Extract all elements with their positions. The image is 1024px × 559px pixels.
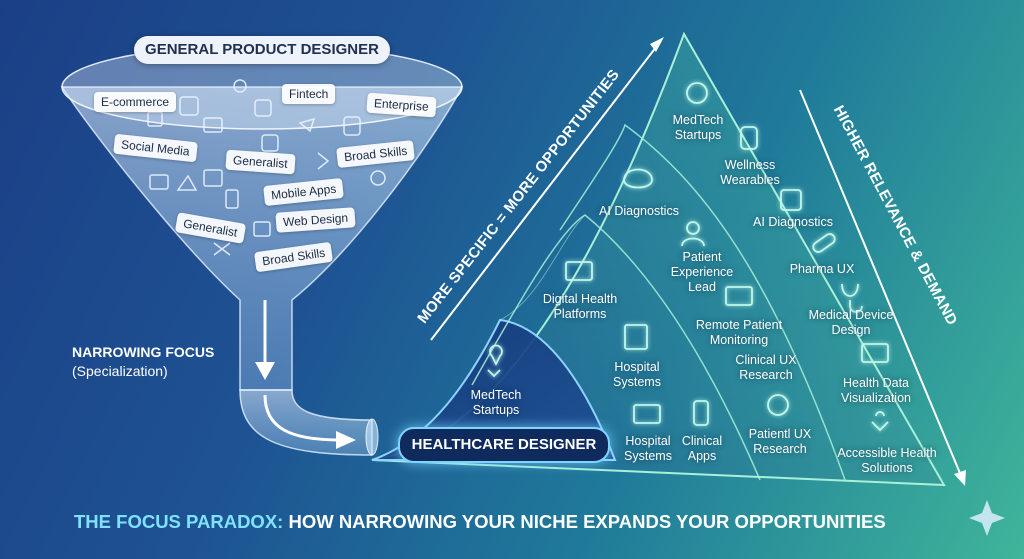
band-outer-health-data: Health Data Visualization — [841, 376, 911, 405]
tag-fintech: Fintech — [282, 84, 336, 104]
footer-highlight: THE FOCUS PARADOX: — [74, 511, 284, 532]
funnel-icons — [147, 79, 386, 256]
browser-icon — [203, 169, 223, 187]
hospital-icon — [624, 324, 648, 350]
narrowing-focus-title: NARROWING FOCUS — [72, 344, 215, 360]
band-third-ai-diagnostics: AI Diagnostics — [599, 204, 679, 218]
hospital-cross-icon — [633, 404, 661, 424]
tablet-icon — [225, 189, 239, 209]
band-outer-medtech-startups: MedTech Startups — [672, 113, 724, 142]
stethoscope-icon — [841, 283, 863, 313]
band-outer-ai-diagnostics: AI Diagnostics — [753, 215, 833, 229]
doc-icon — [253, 221, 271, 237]
pill-icon — [812, 233, 836, 253]
band-second-hospital-systems-2: Hospital Systems — [624, 434, 672, 463]
narrowing-focus-subtitle: (Specialization) — [72, 362, 168, 379]
heart-icon — [179, 96, 199, 116]
band-inner-medtech-startups: MedTech Startups — [470, 388, 522, 417]
dollar-icon — [233, 79, 247, 93]
band-outer-pharma-ux: Pharma UX — [789, 262, 855, 276]
band-outer-medical-device: Medical Device Design — [808, 308, 894, 337]
band-outer-accessible-health: Accessible Health Solutions — [837, 446, 937, 475]
pen-icon — [176, 174, 198, 191]
person-icon — [686, 221, 700, 235]
gear-icon — [261, 134, 279, 152]
folder-icon — [254, 99, 272, 117]
healthcare-designer-label: HEALTHCARE DESIGNER — [398, 427, 610, 463]
band-third-patient-experience: Patient Experience Lead — [670, 250, 734, 294]
opportunity-fan — [371, 31, 946, 487]
general-product-designer-label: GENERAL PRODUCT DESIGNER — [134, 36, 390, 64]
axis-arrows — [430, 37, 966, 486]
phone-icon — [343, 116, 361, 136]
head-heart-icon — [767, 394, 789, 416]
chip-icon — [780, 189, 802, 211]
globe-icon — [370, 170, 386, 186]
footer-rest: HOW NARROWING YOUR NICHE EXPANDS YOUR OP… — [283, 511, 886, 532]
megaphone-icon — [317, 152, 330, 170]
hands-heart-icon — [871, 411, 889, 432]
band-outer-wellness-wearables: Wellness Wearables — [720, 158, 780, 187]
hand-heart-icon — [487, 344, 503, 378]
band-third-clinical-ux: Clinical UX Research — [735, 353, 797, 382]
monitor-icon — [149, 174, 169, 190]
band-second-digital-health: Digital Health Platforms — [542, 292, 618, 321]
cart-icon — [203, 117, 223, 133]
twitter-icon — [298, 117, 316, 133]
band-third-patientl-ux: Patientl UX Research — [748, 427, 812, 456]
narrowing-focus-label: NARROWING FOCUS (Specialization) — [72, 343, 214, 381]
footer-title: THE FOCUS PARADOX: HOW NARROWING YOUR NI… — [74, 511, 886, 533]
band-second-hospital-systems: Hospital Systems — [613, 360, 661, 389]
smartwatch-icon — [740, 126, 758, 150]
brain-icon — [623, 168, 653, 189]
monitor-pulse-icon — [725, 286, 753, 306]
band-icons — [487, 82, 889, 432]
tools-icon — [213, 242, 231, 256]
person-body-icon — [681, 237, 705, 247]
smartphone-icon — [693, 400, 709, 426]
network-icon — [686, 82, 708, 104]
chart-pulse-icon — [861, 343, 889, 363]
lock-icon — [147, 111, 163, 127]
sparkle-icon — [969, 500, 1005, 536]
monitor-heart-icon — [565, 261, 593, 281]
band-third-remote-monitoring: Remote Patient Monitoring — [695, 318, 783, 347]
tag-ecommerce: E-commerce — [94, 92, 177, 112]
band-second-clinical-apps: Clinical Apps — [681, 434, 723, 463]
